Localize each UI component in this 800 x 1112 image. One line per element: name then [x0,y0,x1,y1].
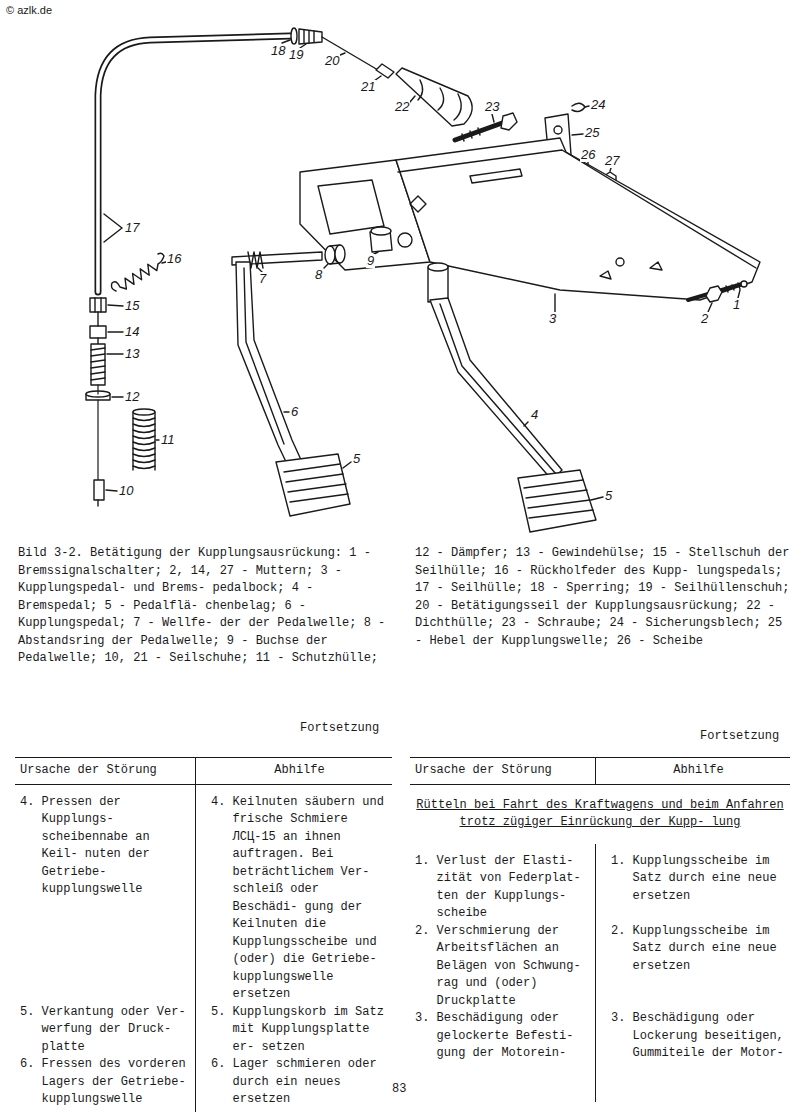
callout-number: 16 [166,252,182,266]
table-row: 1. Verlust der Elasti- zität von Federpl… [410,844,790,923]
table-row: Ursache der Störung Abhilfe [410,758,790,785]
table-grid: Ursache der Störung Abhilfe 4. Pressen der… [15,757,392,1109]
table-column [195,758,392,1109]
table-cell: 4. Keilnuten säubern und frische Schmier… [211,794,388,1004]
continuation-note: Fortsetzung [300,721,379,736]
table-cell-box: 5. Kupplungskorb im Satz mit Kupplungspl… [195,1004,392,1057]
watermark: © azlk.de [6,4,52,17]
table-cell: 3. Beschädigung oder Lockerung beseitige… [611,1010,786,1063]
table-cell-box: Ursache der Störung [15,758,195,785]
callout-number: 3 [548,312,557,326]
figure-caption: Bild 3-2. Betätigung der Kupplungsausrüc… [18,545,790,668]
table-cell: 6. Fressen des vorderen Lagers der Getri… [20,1056,189,1109]
table-row: 2. Verschmierung der Arbeitsflächen an B… [410,923,790,1011]
table-cell-box: Abhilfe [595,758,790,785]
callout-number: 23 [484,100,500,114]
callout-number: 6 [290,405,299,419]
callout-number: 24 [590,98,606,112]
callout-number: 19 [288,48,304,62]
table-cell: 6. Lager schmieren oder durch ein neues … [211,1056,388,1109]
table-cell-box: Abhilfe [195,758,392,785]
table-cell-box: 2. Kupplungsscheibe im Satz durch eine n… [595,923,790,1011]
table-cell: 1. Kupplungsscheibe im Satz durch eine n… [611,853,786,906]
callout-number: 26 [580,148,596,162]
table-row: Rütteln bei Fahrt des Kraftwagens und be… [410,784,790,844]
table-cell-box: 1. Verlust der Elasti- zität von Federpl… [410,844,595,923]
column-divider [195,784,196,1004]
continuation-note: Fortsetzung [700,729,779,744]
page-number: 83 [392,1082,406,1097]
table-cell-box: 5. Verkantung oder Ver- werfung der Druc… [15,1004,195,1057]
table-body: Ursache der Störung Abhilfe 4. Pressen der… [15,758,392,1109]
table-cell: 2. Kupplungsscheibe im Satz durch eine n… [611,923,786,976]
callout-number: 5 [352,452,361,466]
table-header: Ursache der Störung [20,762,189,780]
callout-number: 15 [124,299,140,313]
callout-number: 4 [530,408,539,422]
callout-number: 18 [270,44,286,58]
callout-number: 12 [124,390,140,404]
table-cell-box: Ursache der Störung [410,758,595,785]
table-cell: 2. Verschmierung der Arbeitsflächen an B… [415,923,589,1011]
table-cell-box: 4. Keilnuten säubern und frische Schmier… [195,784,392,1004]
table-header: Abhilfe [611,762,786,780]
table-header: Abhilfe [211,762,388,780]
column-divider [595,1010,596,1102]
callout-number: 8 [314,268,323,282]
table-row: 3. Beschädigung oder gelockerte Befesti-… [410,1010,790,1063]
table-cell: 1. Verlust der Elasti- zität von Federpl… [415,853,589,923]
table-cell-box: 6. Fressen des vorderen Lagers der Getri… [15,1056,195,1109]
table-cell: 3. Beschädigung oder gelockerte Befesti-… [415,1010,589,1063]
table-row: 4. Pressen der Kupplungs- scheibennabe a… [15,784,392,1004]
callout-number: 13 [124,347,140,361]
callout-number: 17 [124,221,140,235]
callout-number: 2 [700,312,709,326]
callout-number: 14 [124,325,140,339]
column-divider [595,844,596,923]
table-cell: 4. Pressen der Kupplungs- scheibennabe a… [20,794,189,899]
table-cell-box: 2. Verschmierung der Arbeitsflächen an B… [410,923,595,1011]
callout-number: 1 [732,298,741,312]
clutch-linkage-illustration [0,0,800,540]
table-cell-box: 6. Lager schmieren oder durch ein neues … [195,1056,392,1109]
table-cell: 5. Verkantung oder Ver- werfung der Druc… [20,1004,189,1057]
table-cell-box: 4. Pressen der Kupplungs- scheibennabe a… [15,784,195,1004]
table-cell-box: Rütteln bei Fahrt des Kraftwagens und be… [410,784,790,844]
table-columns [15,758,392,1109]
callout-number: 10 [118,484,134,498]
callout-number: 21 [360,80,376,94]
table-row: 5. Verkantung oder Ver- werfung der Druc… [15,1004,392,1057]
table-header: Ursache der Störung [415,762,589,780]
callout-number: 5 [604,489,613,503]
callout-number: 7 [258,272,267,286]
column-divider [195,1004,196,1057]
column-divider [595,923,596,1011]
callout-number: 9 [366,254,375,268]
table-cell-box: 1. Kupplungsscheibe im Satz durch eine n… [595,844,790,923]
column-divider [195,1056,196,1112]
table-row: Ursache der Störung Abhilfe [15,758,392,785]
table-body: Ursache der Störung AbhilfeRütteln bei Fa… [410,758,790,1063]
table-column [15,758,195,1109]
table-cell-box: 3. Beschädigung oder Lockerung beseitige… [595,1010,790,1063]
table-section-heading: Rütteln bei Fahrt des Kraftwagens und be… [414,797,786,832]
callout-number: 25 [584,126,600,140]
table-grid: Ursache der Störung AbhilfeRütteln bei Fa… [410,757,790,1063]
callout-number: 20 [324,54,340,68]
table-row: 6. Fressen des vorderen Lagers der Getri… [15,1056,392,1109]
table-cell: 5. Kupplungskorb im Satz mit Kupplungspl… [211,1004,388,1057]
fault-table: Ursache der Störung Abhilfe 4. Pressen der… [15,757,392,1112]
callout-number: 11 [160,433,176,447]
callout-number: 22 [394,100,410,114]
table-cell-box: 3. Beschädigung oder gelockerte Befesti-… [410,1010,595,1063]
fault-table: Ursache der Störung AbhilfeRütteln bei Fa… [410,757,790,1102]
callout-number: 27 [604,154,620,168]
